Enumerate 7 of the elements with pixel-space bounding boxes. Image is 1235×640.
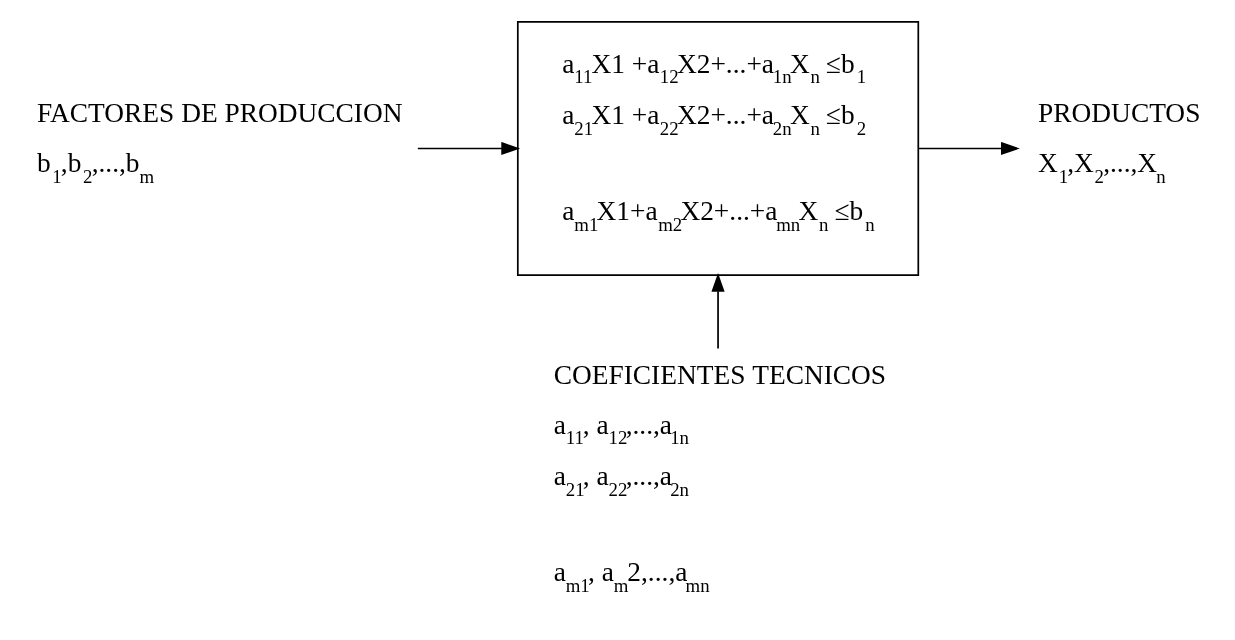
arrow [918,141,1020,155]
node-text: PRODUCTOS X$_{1}$,X$_{2}$,...,X$_{n}$ [1038,97,1201,187]
arrow [417,141,521,155]
node-text: COEFICIENTES TECNICOS a$_{11}$, a$_{12}$,...,a$_{1n}$ a$_{21}$, a$_{22}$,...,a$_{2n}$ a$_{m1}$, a$_{m}$2,...,a$_{mn}$ [553,359,887,596]
node-box: a$_{11}$X1 +a$_{12}$X2+...+a$_{1n}$X$_{n}$ ≤b$_{1}$ a$_{21}$X1 +a$_{22}$X2+...+a$_{2n}$X$_{n}$ ≤b$_{2}$ a$_{m1}$X1+a$_{m2}$X2+...+a$_{mn}$X$_{n}$ ≤b$_{n}$ [516,20,920,276]
node-text: FACTORES DE PRODUCCION b$_{1}$,b$_{2}$,...,b$_{m}$ [36,97,403,187]
arrow [711,272,725,349]
